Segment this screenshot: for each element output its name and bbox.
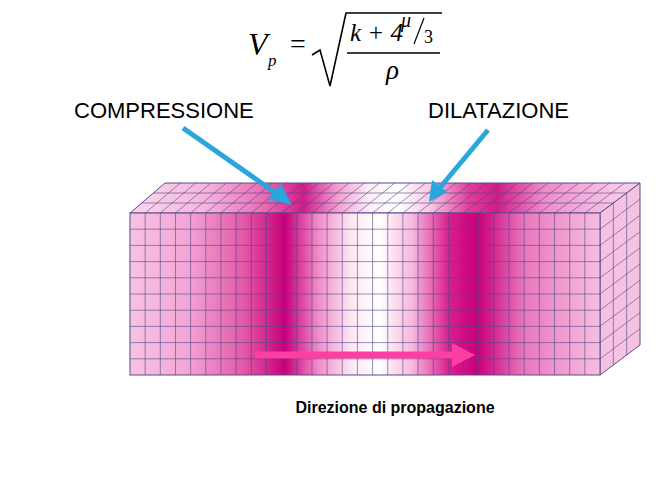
grid-line [524, 183, 563, 213]
grid-line [600, 280, 640, 310]
grid-line [600, 215, 640, 245]
grid-line [191, 183, 227, 213]
formula-symbol: μ [401, 10, 411, 30]
grid-line [626, 193, 627, 355]
grid-line [153, 193, 626, 194]
grid-line [130, 229, 600, 230]
grid-line [130, 245, 600, 246]
grid-line [388, 183, 426, 213]
block-top [130, 183, 640, 213]
grid-line [373, 183, 411, 213]
grid-line [448, 183, 486, 213]
grid-line [160, 183, 195, 213]
grid-line [479, 183, 518, 213]
grid-line [600, 232, 640, 262]
grid-line [130, 342, 600, 343]
arrow-head [429, 180, 447, 202]
grid-line [206, 183, 242, 213]
root-sign [312, 13, 442, 86]
grid-line [130, 277, 600, 278]
grid-line [600, 264, 640, 294]
grid-line [327, 183, 364, 213]
callout-label: COMPRESSIONE [74, 100, 254, 122]
formula-symbol: ρ [386, 57, 399, 84]
block-front [130, 213, 600, 375]
grid-line [600, 199, 640, 229]
grid-line [509, 183, 548, 213]
grid-line [600, 296, 640, 326]
grid-line [585, 183, 625, 213]
grid-line [600, 329, 640, 359]
axis-caption: Direzione di propagazione [295, 400, 494, 416]
pointer-arrow [438, 130, 488, 190]
grid-line [464, 183, 503, 213]
fraction-slash [414, 18, 424, 44]
formula-subscript: p [268, 52, 277, 69]
formula-symbol: 3 [424, 28, 433, 46]
grid-line [342, 183, 379, 213]
callout-label: DILATAZIONE [428, 100, 569, 122]
formula-equals: = [290, 30, 306, 58]
pointer-arrow [183, 128, 280, 196]
grid-line [130, 326, 600, 327]
propagation-arrow [255, 352, 455, 359]
formula-symbol: V [248, 28, 268, 60]
grid-line [600, 313, 640, 343]
grid-line [221, 183, 257, 213]
grid-line [142, 203, 614, 204]
grid-line [600, 248, 640, 278]
arrow-head [268, 184, 292, 205]
grid-line [130, 294, 600, 295]
grid-line [555, 183, 595, 213]
grid-line [539, 183, 578, 213]
grid-line [297, 183, 334, 213]
grid-line [175, 183, 210, 213]
grid-line [494, 183, 533, 213]
grid-line [130, 261, 600, 262]
grid-line [613, 203, 614, 365]
grid-lines [130, 183, 640, 375]
arrow-head [452, 343, 475, 367]
grid-line [570, 183, 610, 213]
grid-line [145, 183, 180, 213]
formula-numerator: k + 4 [350, 20, 403, 45]
grid-line [312, 183, 349, 213]
grid-line [357, 183, 394, 213]
block-side [600, 183, 640, 375]
fraction-bar [347, 52, 440, 53]
grid-line [130, 310, 600, 311]
